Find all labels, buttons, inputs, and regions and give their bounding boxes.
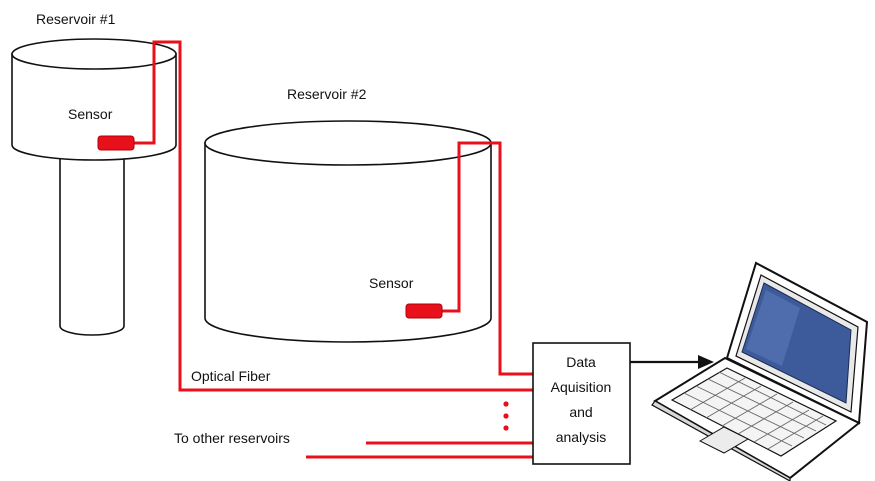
sensor-2-label: Sensor [369,275,414,291]
sensor-1 [97,135,135,151]
to-other-reservoirs-label: To other reservoirs [174,430,290,446]
reservoir-2 [204,120,492,343]
data-acquisition-box [532,342,631,465]
reservoir-1-column [59,157,125,336]
optical-fiber-label: Optical Fiber [191,368,271,384]
daq-label-line-4: analysis [556,429,607,445]
sensor-2 [405,303,443,319]
reservoir-1-label: Reservoir #1 [36,11,116,27]
laptop-icon [651,261,869,481]
reservoir-2-tank [204,142,492,343]
reservoir-2-label: Reservoir #2 [287,86,367,102]
reservoir-1-tank [11,53,177,161]
reservoir-2-top [204,120,492,166]
daq-label-line-1: Data [566,354,596,370]
fiber-sensor-2 [440,141,533,376]
daq-label-line-2: Aquisition [551,379,612,395]
fiber-sensor-1 [133,40,533,392]
reservoir-1 [11,38,177,336]
more-fibers-dots [503,401,509,431]
daq-label-line-3: and [569,404,592,420]
optical-fiber-lines [133,40,533,459]
reservoir-1-top [11,38,177,70]
sensor-1-label: Sensor [68,106,113,122]
arrow-to-laptop [630,355,714,369]
